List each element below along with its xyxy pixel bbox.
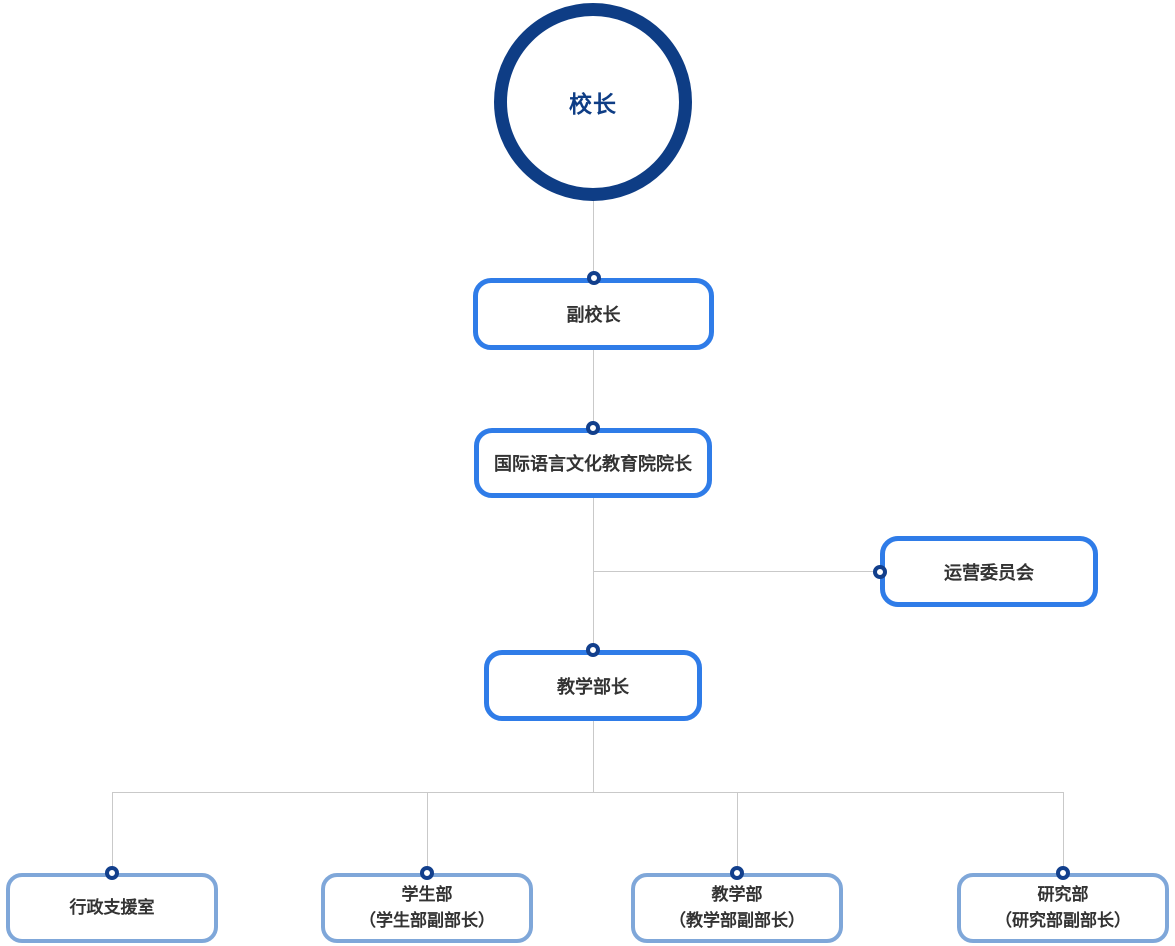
node-research-dept-label-line2: （研究部副部长） (995, 911, 1131, 930)
connector-line-vice-to-dean (593, 349, 594, 429)
node-student-dept: 学生部 （学生部副部长） (321, 873, 533, 943)
node-operations-committee-label: 运营委员会 (944, 562, 1034, 583)
connector-line-bottom-horizontal (112, 792, 1063, 793)
node-admin-support-office-label: 行政支援室 (69, 898, 155, 917)
node-admin-support-office: 行政支援室 (6, 873, 218, 943)
connector-dot-teaching-director (586, 643, 600, 657)
connector-dot-committee (873, 565, 887, 579)
connector-dot-teaching-dept (730, 866, 744, 880)
connector-line-drop-admin (112, 792, 113, 873)
connector-dot-vice-principal (587, 271, 601, 285)
node-dean-label: 国际语言文化教育院院长 (494, 454, 692, 474)
node-teaching-director-label: 教学部长 (557, 676, 629, 697)
node-principal-label: 校长 (569, 91, 617, 117)
connector-line-drop-student (427, 792, 428, 873)
connector-line-principal-to-vice (593, 196, 594, 278)
connector-line-dean-to-teaching-director (593, 497, 594, 650)
node-dean: 国际语言文化教育院院长 (474, 428, 712, 498)
node-teaching-dept-label-line1: 教学部 (711, 885, 763, 904)
connector-line-drop-teaching (737, 792, 738, 873)
connector-dot-research-dept (1056, 866, 1070, 880)
connector-line-drop-research (1063, 792, 1064, 873)
connector-dot-admin-support-office (105, 866, 119, 880)
node-teaching-dept-label-line2: （教学部副部长） (669, 911, 805, 930)
node-student-dept-label-line1: 学生部 (401, 885, 453, 904)
node-vice-principal-label: 副校长 (566, 305, 621, 325)
node-teaching-dept: 教学部 （教学部副部长） (631, 873, 843, 943)
node-operations-committee: 运营委员会 (880, 536, 1098, 607)
node-research-dept-label-line1: 研究部 (1037, 885, 1089, 904)
node-principal: 校长 (494, 3, 692, 201)
connector-line-branch-committee (594, 571, 880, 572)
connector-line-teaching-director-to-row (593, 720, 594, 792)
connector-dot-student-dept (420, 866, 434, 880)
node-vice-principal: 副校长 (473, 278, 714, 350)
node-student-dept-label-line2: （学生部副部长） (359, 911, 495, 930)
connector-dot-dean (586, 421, 600, 435)
node-research-dept: 研究部 （研究部副部长） (957, 873, 1169, 943)
node-teaching-director: 教学部长 (484, 650, 702, 721)
